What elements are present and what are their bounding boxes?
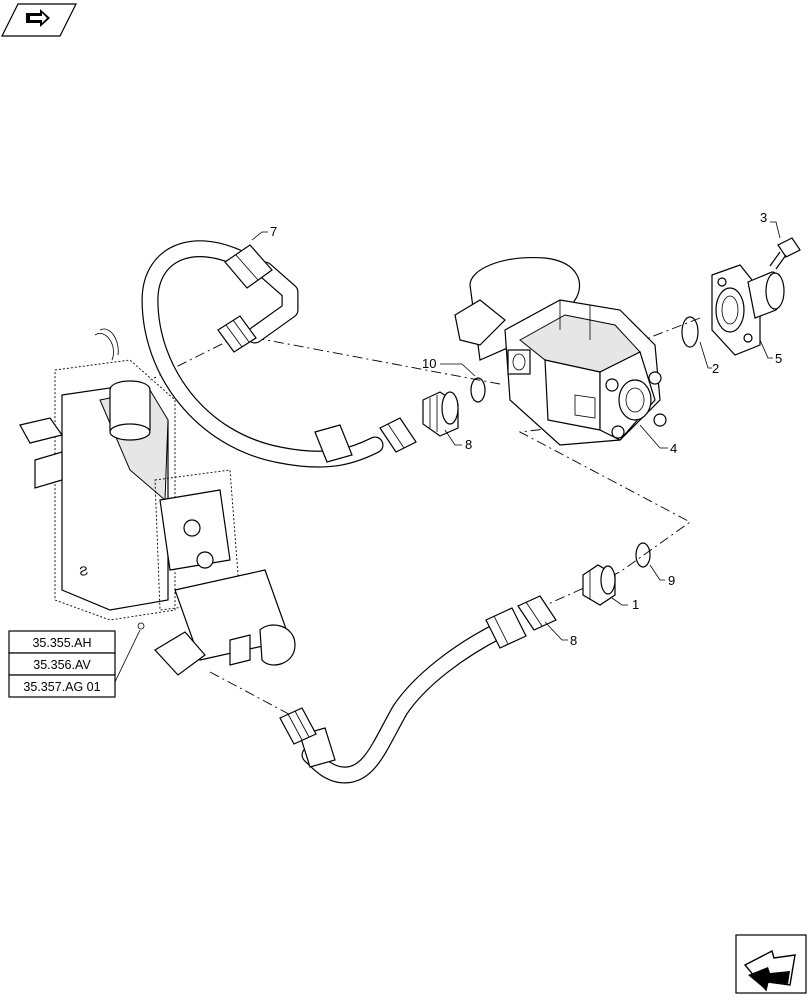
upper-hose — [141, 240, 417, 468]
adaptor-1 — [582, 564, 616, 606]
callout-3: 3 — [760, 210, 767, 225]
reference-label-1: 35.355.AH — [32, 636, 91, 650]
control-valve: Ƨ — [19, 328, 296, 676]
o-ring-2 — [681, 316, 699, 348]
o-ring-10 — [470, 377, 486, 403]
adaptor-upper — [422, 391, 459, 437]
callout-7: 7 — [270, 224, 277, 239]
callout-10: 10 — [422, 356, 436, 371]
flange-adaptor — [711, 264, 785, 356]
callout-1: 1 — [632, 597, 639, 612]
reference-box-3[interactable] — [8, 674, 116, 698]
hydraulic-pump — [454, 257, 667, 446]
reference-boxes: 35.355.AH 35.356.AV 35.357.AG 01 — [8, 630, 116, 698]
lower-hose — [279, 595, 557, 784]
callout-8-upper: 8 — [465, 437, 472, 452]
reference-label-2: 35.356.AV — [33, 658, 91, 672]
previous-page-icon[interactable] — [1, 3, 77, 37]
bolt-3 — [769, 237, 801, 270]
callout-2: 2 — [712, 361, 719, 376]
svg-text:Ƨ: Ƨ — [78, 563, 89, 579]
callout-5: 5 — [775, 351, 782, 366]
callout-9: 9 — [668, 573, 675, 588]
callout-labels: 7 10 8 2 3 5 4 9 1 8 — [270, 210, 782, 648]
o-ring-9 — [635, 542, 651, 568]
callout-8-lower: 8 — [570, 633, 577, 648]
leader-lines — [113, 221, 781, 685]
callout-4: 4 — [670, 441, 677, 456]
reference-label-3: 35.357.AG 01 — [23, 680, 100, 694]
next-page-icon[interactable] — [735, 934, 807, 994]
